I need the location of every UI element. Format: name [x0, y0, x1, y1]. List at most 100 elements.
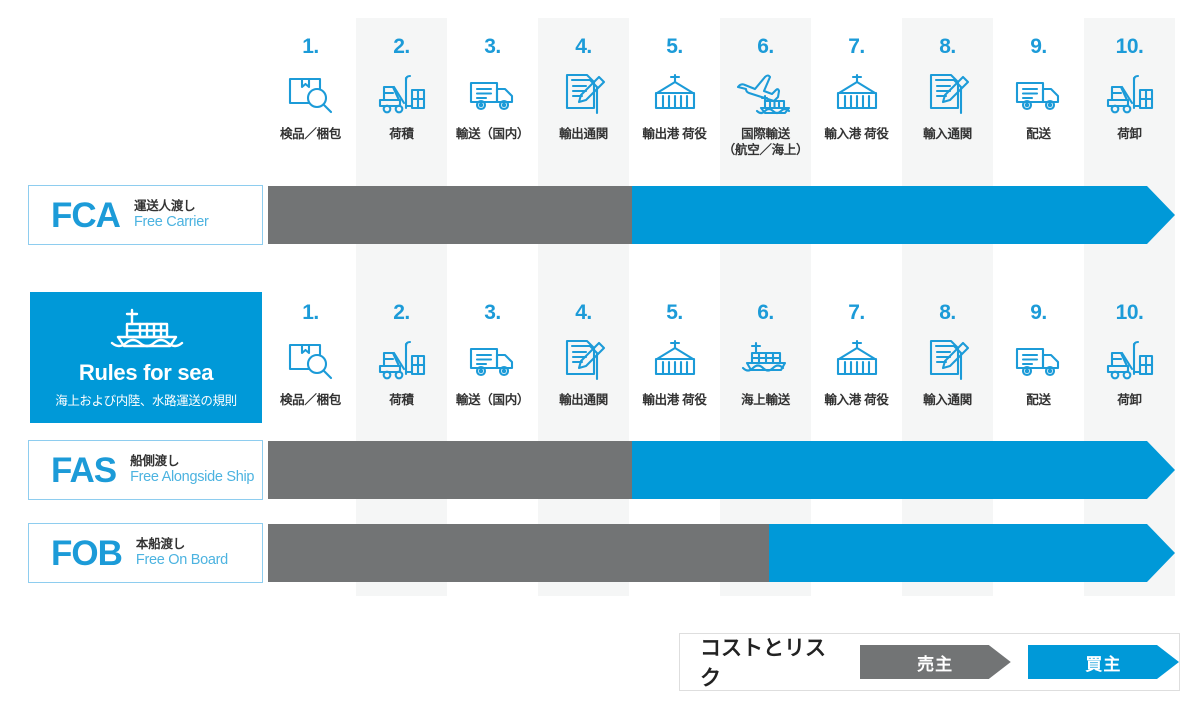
cost-risk-arrow-fas — [268, 441, 1175, 499]
step-label: 荷積 — [389, 127, 414, 141]
container-crane-icon — [811, 333, 902, 385]
column-stripe — [356, 18, 447, 596]
step-label: 輸出港 荷役 — [642, 127, 707, 141]
forklift-unloading-icon — [1084, 333, 1175, 385]
sea-step-7[interactable]: 7.輸入港 荷役 — [811, 302, 902, 408]
step-number: 2. — [393, 301, 410, 324]
sea-step-6[interactable]: 6.海上輸送 — [720, 302, 811, 408]
step-label: 配送 — [1026, 393, 1051, 407]
sea-step-8[interactable]: 8. 輸入通関 — [902, 302, 993, 408]
rules-for-sea-header: Rules for sea 海上および内陸、水路運送の規則 — [30, 292, 262, 423]
plane-ship-icon — [720, 67, 811, 119]
step-label: 輸入港 荷役 — [824, 127, 889, 141]
legend-chip-buyer: 買主 — [1028, 645, 1179, 679]
step-number: 1. — [302, 301, 319, 324]
multimodal-step-3[interactable]: 3.輸送（国内） — [447, 36, 538, 142]
truck-icon — [447, 333, 538, 385]
multimodal-step-6[interactable]: 6.国際輸送 （航空／海上） — [720, 36, 811, 158]
term-box-fca[interactable]: FCA 運送人渡し Free Carrier — [28, 185, 263, 245]
column-stripe — [720, 18, 811, 596]
legend-chip-seller: 売主 — [860, 645, 1011, 679]
step-label: 配送 — [1026, 127, 1051, 141]
sea-step-10[interactable]: 10.荷卸 — [1084, 302, 1175, 408]
step-label: 輸出通関 — [559, 127, 608, 141]
import-document-icon — [902, 67, 993, 119]
step-number: 8. — [939, 35, 956, 58]
cost-risk-arrow-fob — [268, 524, 1175, 582]
multimodal-step-2[interactable]: 2. 荷積 — [356, 36, 447, 142]
term-jp-fca: 運送人渡し — [133, 198, 196, 213]
container-crane-icon — [629, 333, 720, 385]
multimodal-step-10[interactable]: 10. 荷卸 — [1084, 36, 1175, 142]
step-number: 5. — [666, 301, 683, 324]
fob-buyer-segment — [769, 524, 1175, 582]
sea-step-9[interactable]: 9.配送 — [993, 302, 1084, 408]
step-label: 輸出港 荷役 — [642, 393, 707, 407]
step-number: 4. — [575, 35, 592, 58]
term-code-fca: FCA — [51, 195, 121, 235]
container-crane-icon — [811, 67, 902, 119]
step-label: 海上輸送 — [741, 393, 790, 407]
truck-icon — [993, 333, 1084, 385]
step-number: 7. — [848, 301, 865, 324]
rules-for-sea-subtitle: 海上および内陸、水路運送の規則 — [55, 394, 237, 409]
term-names-fob: 本船渡し Free On Board — [136, 537, 228, 570]
sea-step-4[interactable]: 4.輸出通関 — [538, 302, 629, 408]
export-document-icon — [538, 67, 629, 119]
fas-buyer-segment — [632, 441, 1175, 499]
column-stripe — [902, 18, 993, 596]
step-number: 10. — [1115, 301, 1144, 324]
fas-seller-segment — [268, 441, 632, 499]
term-box-fas[interactable]: FAS 船側渡し Free Alongside Ship — [28, 440, 263, 500]
term-code-fob: FOB — [51, 533, 123, 573]
term-code-fas: FAS — [51, 450, 117, 490]
step-label: 検品／梱包 — [279, 393, 341, 407]
step-number: 3. — [484, 35, 501, 58]
truck-icon — [993, 67, 1084, 119]
step-number: 9. — [1030, 35, 1047, 58]
fca-buyer-segment — [632, 186, 1175, 244]
term-names-fas: 船側渡し Free Alongside Ship — [130, 454, 254, 487]
container-crane-icon — [629, 67, 720, 119]
inspection-packing-icon — [265, 67, 356, 119]
term-box-fob[interactable]: FOB 本船渡し Free On Board — [28, 523, 263, 583]
legend-title: コストとリスク — [700, 637, 826, 690]
step-label: 検品／梱包 — [279, 127, 341, 141]
sea-step-1[interactable]: 1. 検品／梱包 — [265, 302, 356, 408]
step-label: 輸入通関 — [923, 127, 972, 141]
multimodal-step-7[interactable]: 7. 輸入港 荷役 — [811, 36, 902, 142]
step-number: 8. — [939, 301, 956, 324]
step-number: 3. — [484, 301, 501, 324]
step-number: 10. — [1115, 35, 1144, 58]
term-en-fca: Free Carrier — [133, 213, 209, 230]
step-label: 国際輸送 （航空／海上） — [722, 127, 809, 157]
multimodal-step-8[interactable]: 8. 輸入通関 — [902, 36, 993, 142]
sea-step-2[interactable]: 2.荷積 — [356, 302, 447, 408]
truck-icon — [447, 67, 538, 119]
step-label: 荷卸 — [1117, 127, 1142, 141]
multimodal-step-1[interactable]: 1. 検品／梱包 — [265, 36, 356, 142]
step-number: 1. — [302, 35, 319, 58]
cargo-ship-icon — [720, 333, 811, 385]
sea-step-5[interactable]: 5. 輸出港 荷役 — [629, 302, 720, 408]
legend: コストとリスク 売主 買主 — [679, 633, 1180, 691]
multimodal-step-5[interactable]: 5.輸出港 荷役 — [629, 36, 720, 142]
term-names-fca: 運送人渡し Free Carrier — [134, 199, 209, 232]
inspection-packing-icon — [265, 333, 356, 385]
multimodal-step-9[interactable]: 9. 配送 — [993, 36, 1084, 142]
export-document-icon — [538, 333, 629, 385]
cost-risk-arrow-fca — [268, 186, 1175, 244]
term-en-fas: Free Alongside Ship — [130, 468, 255, 485]
step-number: 7. — [848, 35, 865, 58]
term-jp-fob: 本船渡し — [135, 536, 186, 551]
import-document-icon — [902, 333, 993, 385]
legend-buyer-label: 買主 — [1085, 654, 1122, 674]
fca-seller-segment — [268, 186, 632, 244]
step-label: 輸入通関 — [923, 393, 972, 407]
sea-step-3[interactable]: 3.輸送（国内） — [447, 302, 538, 408]
multimodal-step-4[interactable]: 4. 輸出通関 — [538, 36, 629, 142]
step-number: 2. — [393, 35, 410, 58]
